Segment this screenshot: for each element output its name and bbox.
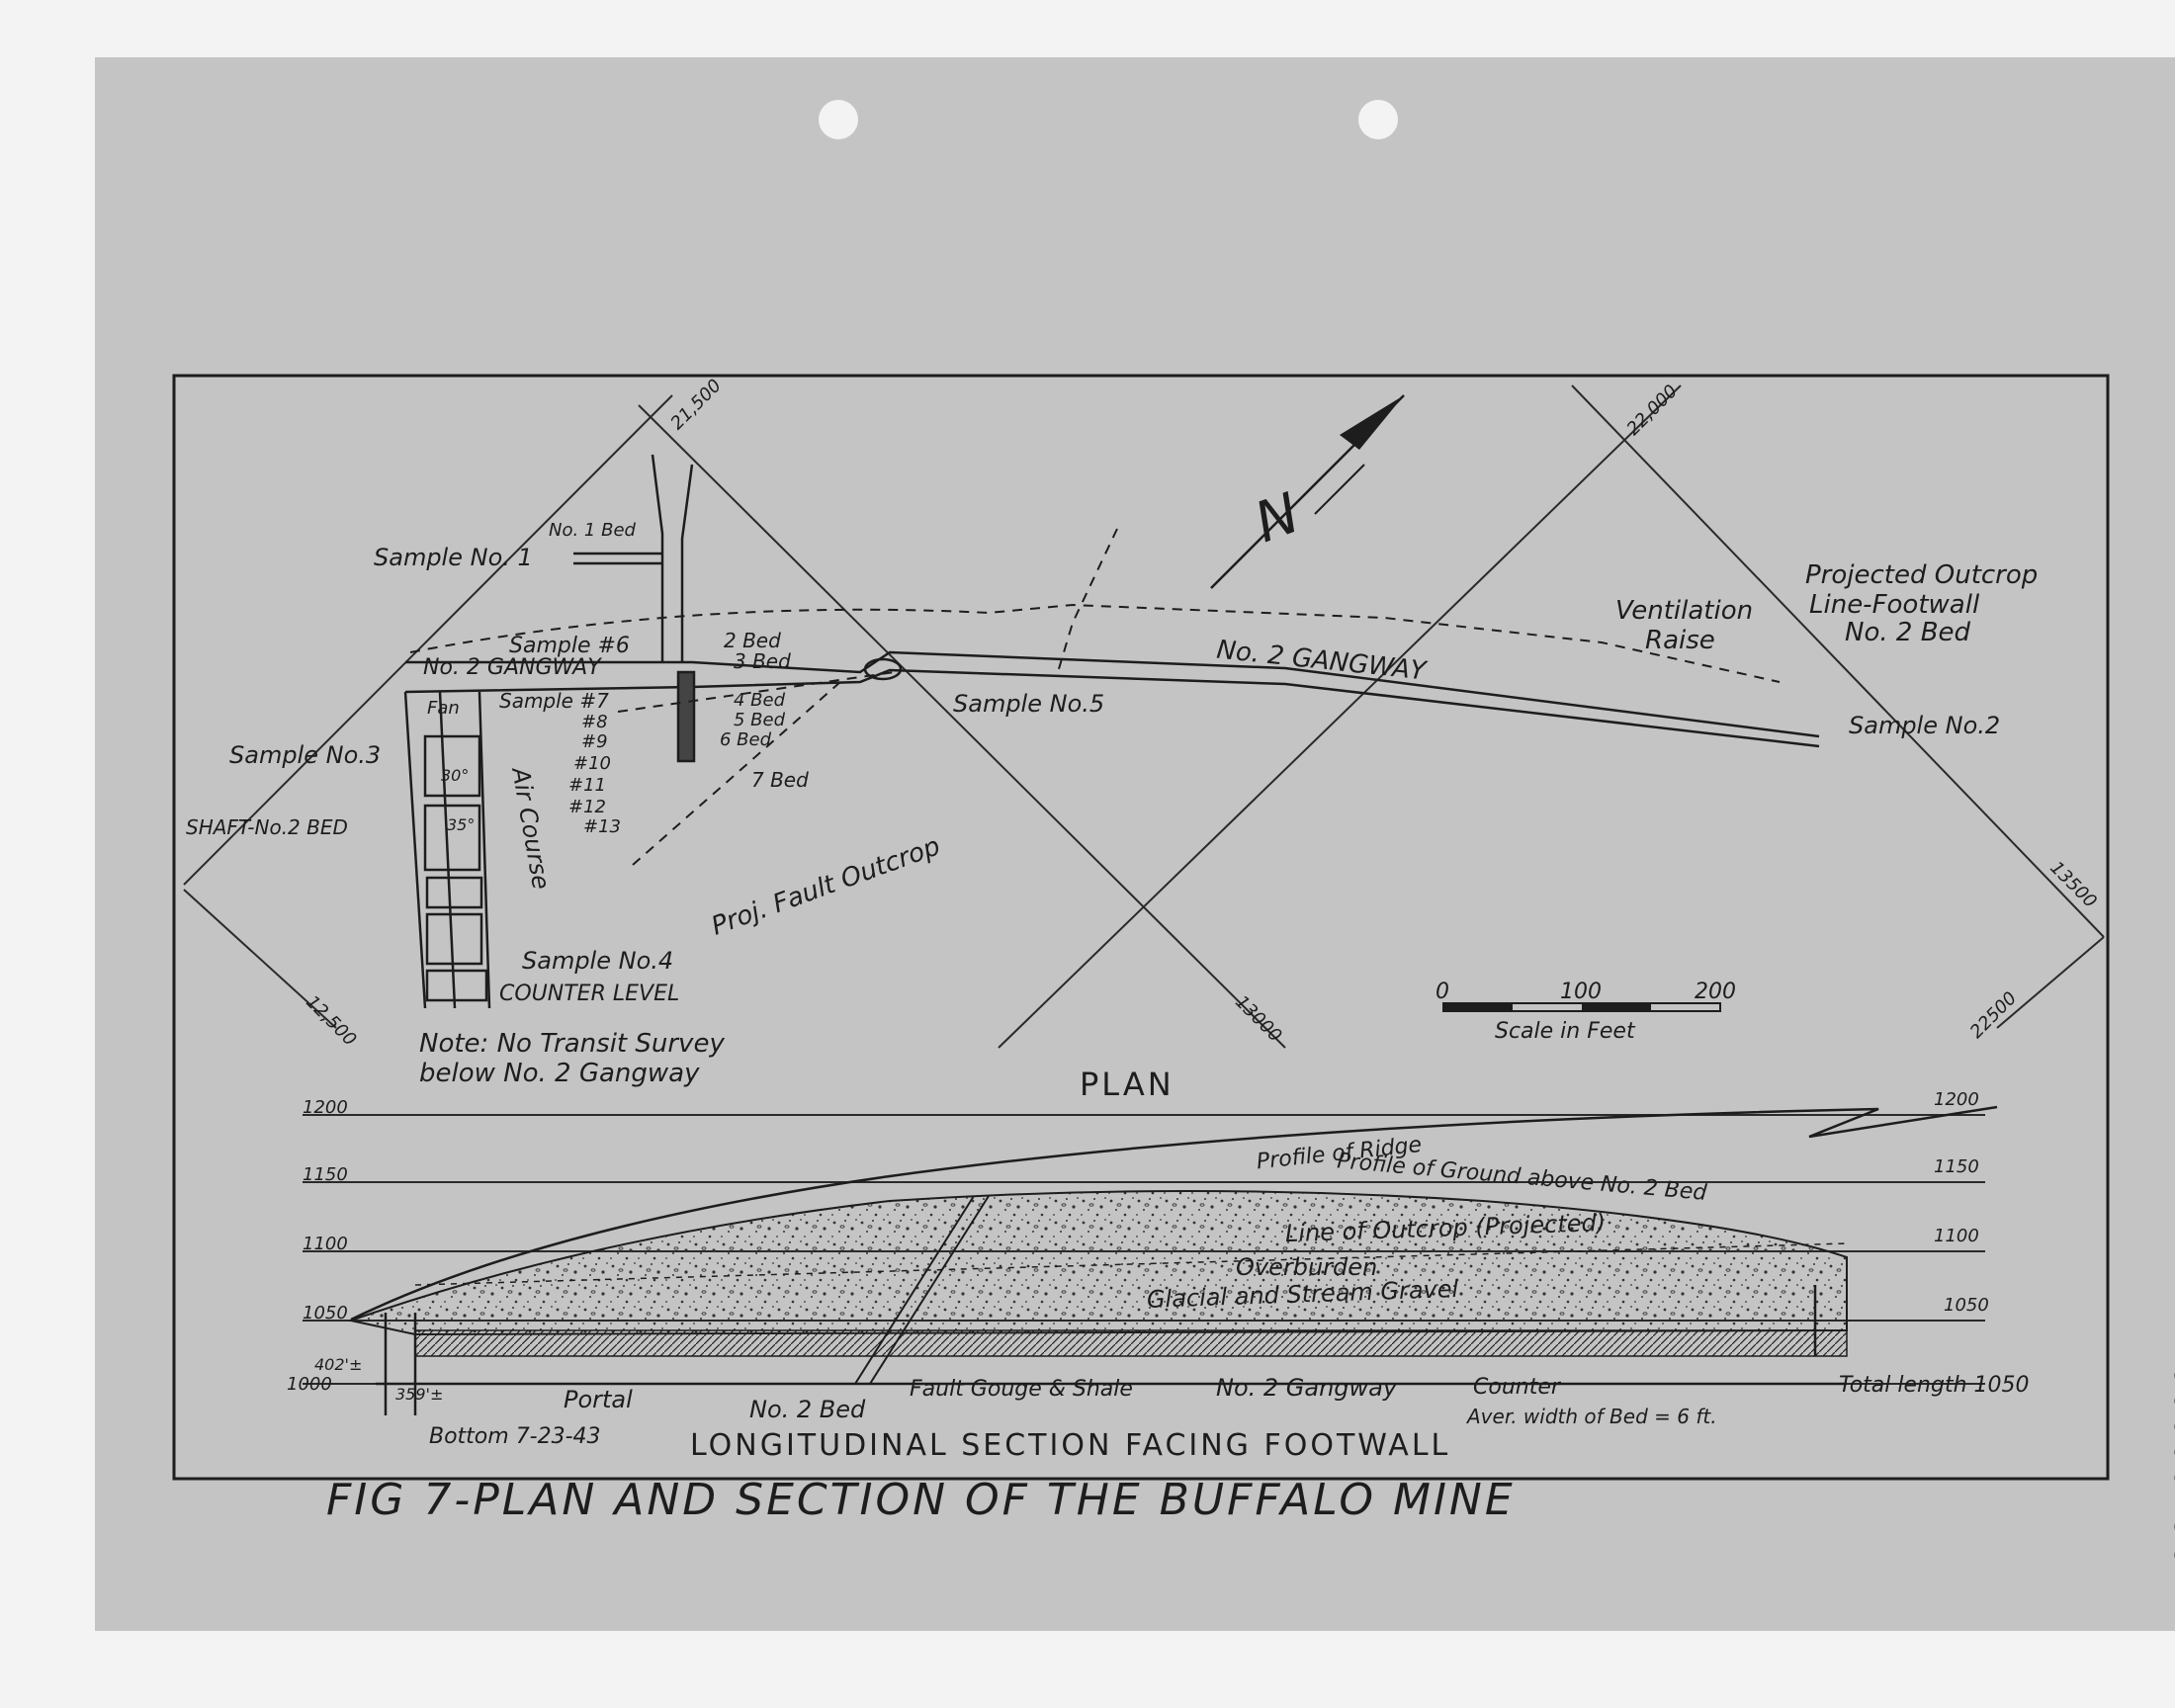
mine-workings [403,454,1820,1009]
scale-tick-100: 100 [1560,980,1602,1004]
grid-label-13000: 13000 [1231,991,1285,1046]
label-portal: Portal [564,1386,633,1413]
scale-tick-200: 200 [1695,980,1736,1004]
label-s11: #11 [568,775,606,796]
label-fault-gouge: Fault Gouge & Shale [910,1377,1133,1402]
punch-hole-right [1358,100,1398,139]
label-vent-1: Ventilation [1615,596,1753,626]
shaft-section [376,1285,1847,1415]
label-aver-width: Aver. width of Bed = 6 ft. [1465,1405,1717,1428]
label-bed7: 7 Bed [751,768,809,792]
north-arrow [1210,394,1405,589]
label-s12: #12 [568,797,606,817]
outcrop-line [414,1242,1848,1286]
paper-sheet [95,57,2175,1631]
label-depth-359: 359'± [395,1385,443,1404]
label-sample7: Sample #7 [499,689,609,713]
label-bed6: 6 Bed [720,729,772,750]
section-title: LONGITUDINAL SECTION FACING FOOTWALL [690,1428,1450,1463]
punch-hole-left [819,100,858,139]
label-sample5: Sample No.5 [953,690,1104,718]
label-counter: Counter [1473,1375,1562,1400]
label-angle35: 35° [447,815,475,834]
figure-caption: FIG 7-PLAN AND SECTION OF THE BUFFALO MI… [326,1475,1516,1525]
fault-line [869,1195,990,1385]
label-bed2: 2 Bed [724,629,781,652]
label-proj-1: Projected Outcrop [1805,560,2038,590]
elev-1050-right: 1050 [1944,1295,1989,1316]
label-no1-bed: No. 1 Bed [549,520,637,541]
projected-lines [409,528,1781,866]
label-proj-2: Line-Footwall [1809,590,1980,620]
label-total-length: Total length 1050 [1839,1373,2030,1398]
label-fan: Fan [427,698,460,719]
overburden-area [347,1190,1848,1336]
ridge-profile [350,1105,1998,1322]
label-depth-402: 402'± [314,1355,362,1374]
label-bottom: Bottom 7-23-43 [429,1424,601,1449]
elev-1050-left: 1050 [303,1303,348,1324]
label-sample6: Sample #6 [509,634,630,658]
page-stamp: 00000796 [2166,1364,2175,1569]
label-bed3: 3 Bed [734,649,791,673]
plan-title: PLAN [1080,1066,1174,1103]
elev-1200-right: 1200 [1934,1089,1979,1110]
label-no2-gangway: No. 2 Gangway [1216,1374,1398,1402]
elev-1100-right: 1100 [1934,1226,1979,1246]
label-sample4: Sample No.4 [522,947,673,975]
label-no2-bed: No. 2 Bed [749,1396,866,1423]
label-s13: #13 [583,816,621,837]
survey-grid [183,384,2105,1049]
label-overburden: Overburden [1236,1253,1377,1281]
elev-1150-left: 1150 [303,1164,348,1185]
drawing-border [172,374,2110,1481]
elev-1000-left: 1000 [287,1374,332,1395]
fault-line-2 [854,1195,975,1385]
label-note-1: Note: No Transit Survey [419,1029,725,1059]
grid-label-22000: 22,000 [1623,381,1682,439]
scale-bar [1442,1002,1721,1012]
label-note-2: below No. 2 Gangway [419,1059,700,1088]
scale-tick-0: 0 [1436,980,1449,1004]
label-bed5: 5 Bed [734,710,786,730]
label-proj-3: No. 2 Bed [1845,618,1971,647]
label-s10: #10 [573,753,611,774]
elev-1150-right: 1150 [1934,1156,1979,1177]
grid-label-21500: 21,500 [666,376,725,434]
label-angle30: 30° [441,766,469,785]
label-gangway-left: No. 2 GANGWAY [423,655,602,680]
coal-bed [414,1329,1848,1357]
label-s9: #9 [581,731,608,752]
label-shaft: SHAFT-No.2 BED [186,815,348,839]
label-s8: #8 [581,712,608,732]
label-vent-2: Raise [1645,626,1715,655]
scale-label: Scale in Feet [1495,1019,1636,1044]
label-sample3: Sample No.3 [229,741,381,769]
elev-1100-left: 1100 [303,1234,348,1254]
elev-1200-left: 1200 [303,1097,348,1118]
grid-label-12500: 12,500 [302,991,360,1050]
label-fault-outcrop: Proj. Fault Outcrop [708,831,944,942]
label-counter-level: COUNTER LEVEL [499,982,679,1006]
label-gangway-main: No. 2 GANGWAY [1215,635,1429,686]
label-bed4: 4 Bed [734,690,786,711]
label-air-course: Air Course [506,764,556,892]
label-sample1: Sample No. 1 [374,544,533,571]
label-sample2: Sample No.2 [1849,712,2000,739]
